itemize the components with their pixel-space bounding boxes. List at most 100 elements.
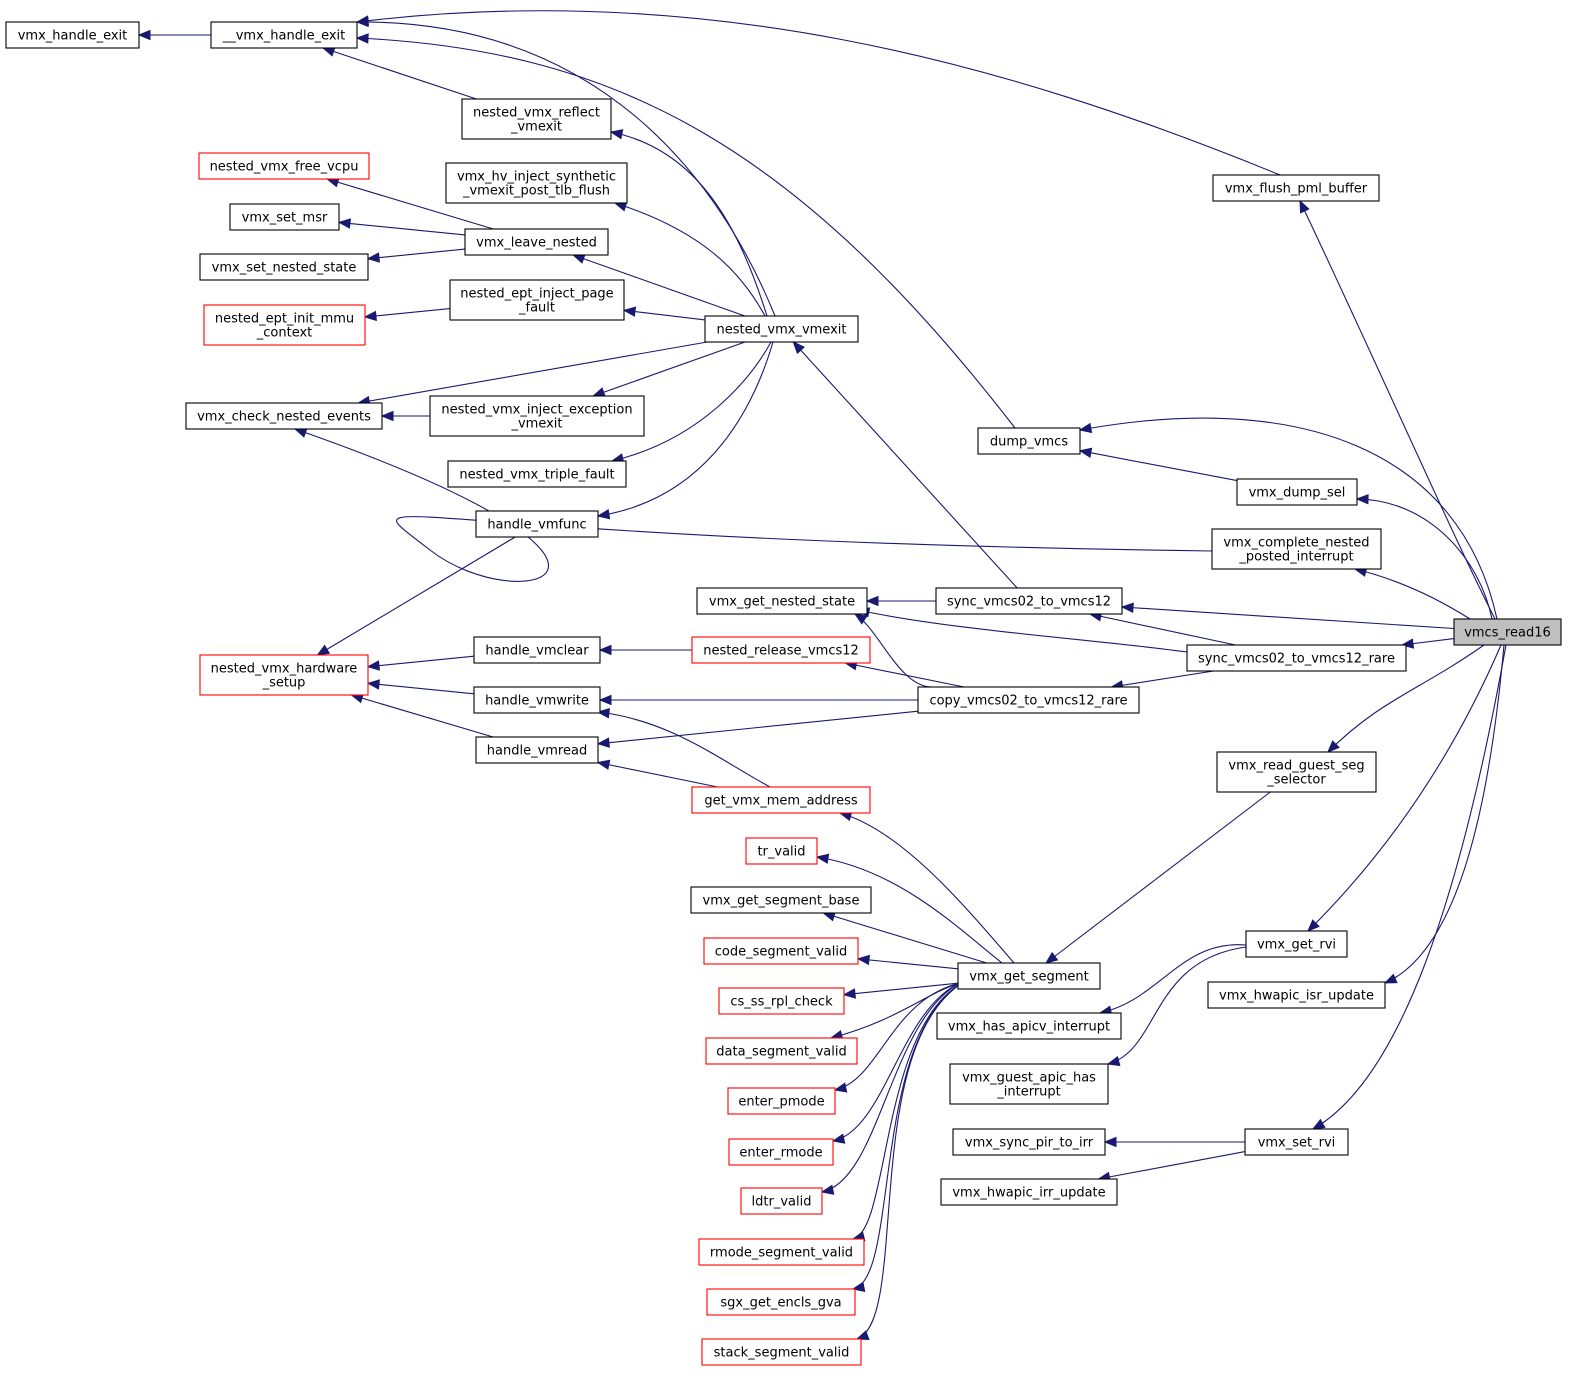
node-vmx-handle-exit[interactable]: vmx_handle_exit — [5, 21, 140, 49]
edge-n5-n6 — [337, 218, 466, 236]
edge-n14-n10 — [596, 341, 774, 520]
arrowhead-icon — [363, 310, 377, 322]
node-sgx-get-encls-gva[interactable]: sgx_get_encls_gva — [706, 1288, 856, 1316]
edge-line — [358, 341, 708, 404]
arrowhead-icon — [815, 853, 830, 864]
node-vmx-dump-sel[interactable]: vmx_dump_sel — [1236, 478, 1358, 506]
node-label: _selector — [1266, 773, 1326, 788]
edge-n29-n21 — [1327, 644, 1485, 753]
node-stack-segment-valid[interactable]: stack_segment_valid — [701, 1338, 862, 1366]
node-nested-release-vmcs12[interactable]: nested_release_vmcs12 — [691, 636, 871, 664]
node-box — [198, 152, 370, 180]
node-sync-vmcs02-to-vmcs12[interactable]: sync_vmcs02_to_vmcs12 — [935, 587, 1123, 615]
edge-line — [611, 341, 772, 462]
node-box — [185, 402, 383, 430]
node-label: _posted_interrupt — [1238, 550, 1353, 565]
arrowhead-icon — [855, 1330, 870, 1341]
node-vmx-get-segment[interactable]: vmx_get_segment — [957, 962, 1101, 990]
edge-line — [356, 37, 1016, 429]
edge-n26-n30 — [596, 708, 771, 788]
node-label: handle_vmclear — [485, 644, 589, 659]
node-ldtr-valid[interactable]: ldtr_valid — [740, 1187, 823, 1215]
node-label: dump_vmcs — [990, 435, 1068, 450]
node-rmode-segment-valid[interactable]: rmode_segment_valid — [698, 1238, 865, 1266]
node-vmx-get-rvi[interactable]: vmx_get_rvi — [1245, 930, 1348, 958]
edge-n36-n21 — [1383, 644, 1505, 984]
node-label: nested_vmx_triple_fault — [459, 468, 614, 483]
node-tr-valid[interactable]: tr_valid — [745, 837, 818, 865]
arrowhead-icon — [366, 679, 380, 690]
node-copy-vmcs02-to-vmcs12-rare[interactable]: copy_vmcs02_to_vmcs12_rare — [917, 686, 1140, 714]
edge-n49-n34 — [855, 982, 963, 1341]
node-nested-vmx-hardware-setup[interactable]: nested_vmx_hardware_setup — [199, 654, 369, 696]
arrowhead-icon — [820, 1184, 835, 1195]
edge-line — [792, 341, 1018, 589]
node-vmx-hwapic-isr-update[interactable]: vmx_hwapic_isr_update — [1207, 981, 1386, 1009]
node-box — [203, 304, 366, 346]
node-nested-ept-init-mmu-context[interactable]: nested_ept_init_mmu_context — [203, 304, 366, 346]
node-vmx-set-rvi[interactable]: vmx_set_rvi — [1244, 1128, 1349, 1156]
node-handle-vmread[interactable]: handle_vmread — [475, 736, 599, 764]
node-label: vmx_leave_nested — [476, 236, 597, 251]
node-vmcs-read16[interactable]: vmcs_read16 — [1453, 618, 1562, 646]
edge-line — [356, 21, 776, 317]
node-cs-ss-rpl-check[interactable]: cs_ss_rpl_check — [718, 987, 845, 1015]
edge-line — [597, 710, 919, 745]
node-enter-pmode[interactable]: enter_pmode — [727, 1087, 836, 1115]
node-box — [718, 987, 845, 1015]
node-vmx-read-guest-seg-selector[interactable]: vmx_read_guest_seg_selector — [1216, 751, 1377, 793]
edge-n33-n34 — [856, 954, 959, 970]
arrowhead-icon — [1299, 199, 1310, 214]
node-data-segment-valid[interactable]: data_segment_valid — [705, 1037, 858, 1065]
node-vmx-hv-inject-synthetic-vmexit-post-tlb-flush[interactable]: vmx_hv_inject_synthetic_vmexit_post_tlb_… — [445, 162, 628, 204]
node-nested-ept-inject-page-fault[interactable]: nested_ept_inject_page_fault — [449, 279, 625, 321]
node-vmx-complete-nested-posted-interrupt[interactable]: vmx_complete_nested_posted_interrupt — [1211, 528, 1382, 570]
node-label: nested_vmx_hardware — [211, 662, 358, 677]
node-handle-vmfunc[interactable]: handle_vmfunc — [475, 510, 599, 538]
edge-n1-n16 — [355, 33, 1016, 429]
node-handle-vmwrite[interactable]: handle_vmwrite — [473, 686, 601, 714]
node-label: vmx_get_segment — [969, 970, 1088, 985]
node-vmx-get-segment-base[interactable]: vmx_get_segment_base — [690, 886, 872, 914]
node-label: nested_vmx_inject_exception — [441, 403, 632, 418]
node-dump-vmcs[interactable]: dump_vmcs — [977, 427, 1081, 455]
node-nested-vmx-reflect-vmexit[interactable]: nested_vmx_reflect_vmexit — [461, 98, 612, 140]
node-box — [706, 1288, 856, 1316]
node-vmx-leave-nested[interactable]: vmx_leave_nested — [464, 228, 609, 256]
node-label: nested_release_vmcs12 — [703, 644, 859, 659]
node-vmx-handle-exit[interactable]: __vmx_handle_exit — [210, 21, 358, 49]
edges-layer — [137, 10, 1507, 1341]
node-label: vmx_read_guest_seg — [1228, 759, 1364, 774]
edge-n12-n10 — [591, 341, 746, 398]
node-vmx-guest-apic-has-interrupt[interactable]: vmx_guest_apic_has_interrupt — [949, 1063, 1109, 1105]
node-vmx-sync-pir-to-irr[interactable]: vmx_sync_pir_to_irr — [952, 1128, 1106, 1156]
node-nested-vmx-inject-exception-vmexit[interactable]: nested_vmx_inject_exception_vmexit — [429, 395, 645, 437]
node-enter-rmode[interactable]: enter_rmode — [728, 1138, 834, 1166]
node-vmx-get-nested-state[interactable]: vmx_get_nested_state — [696, 587, 868, 615]
node-vmx-hwapic-irr-update[interactable]: vmx_hwapic_irr_update — [940, 1178, 1118, 1206]
node-label: nested_vmx_free_vcpu — [210, 160, 359, 175]
edge-n45-n44 — [1097, 1151, 1246, 1183]
node-vmx-set-msr[interactable]: vmx_set_msr — [229, 203, 340, 231]
edge-n46-n34 — [820, 982, 961, 1195]
edge-n16-n17 — [1078, 447, 1238, 482]
node-vmx-check-nested-events[interactable]: vmx_check_nested_events — [185, 402, 383, 430]
node-vmx-has-apicv-interrupt[interactable]: vmx_has_apicv_interrupt — [936, 1012, 1122, 1040]
edge-line — [597, 341, 774, 517]
node-sync-vmcs02-to-vmcs12-rare[interactable]: sync_vmcs02_to_vmcs12_rare — [1186, 644, 1407, 672]
edge-line — [610, 131, 768, 317]
arrowhead-icon — [831, 1133, 846, 1144]
node-box — [1211, 528, 1382, 570]
node-handle-vmclear[interactable]: handle_vmclear — [473, 636, 601, 664]
edge-line — [572, 254, 746, 317]
edge-n37-n34 — [842, 982, 959, 999]
edge-n18-n21 — [1353, 566, 1471, 620]
node-vmx-flush-pml-buffer[interactable]: vmx_flush_pml_buffer — [1212, 174, 1380, 202]
node-code-segment-valid[interactable]: code_segment_valid — [703, 937, 859, 965]
node-nested-vmx-triple-fault[interactable]: nested_vmx_triple_fault — [447, 460, 627, 488]
node-vmx-set-nested-state[interactable]: vmx_set_nested_state — [199, 253, 369, 281]
node-nested-vmx-free-vcpu[interactable]: nested_vmx_free_vcpu — [198, 152, 370, 180]
node-nested-vmx-vmexit[interactable]: nested_vmx_vmexit — [704, 315, 859, 343]
node-label: vmx_handle_exit — [18, 29, 128, 44]
node-get-vmx-mem-address[interactable]: get_vmx_mem_address — [691, 786, 871, 814]
